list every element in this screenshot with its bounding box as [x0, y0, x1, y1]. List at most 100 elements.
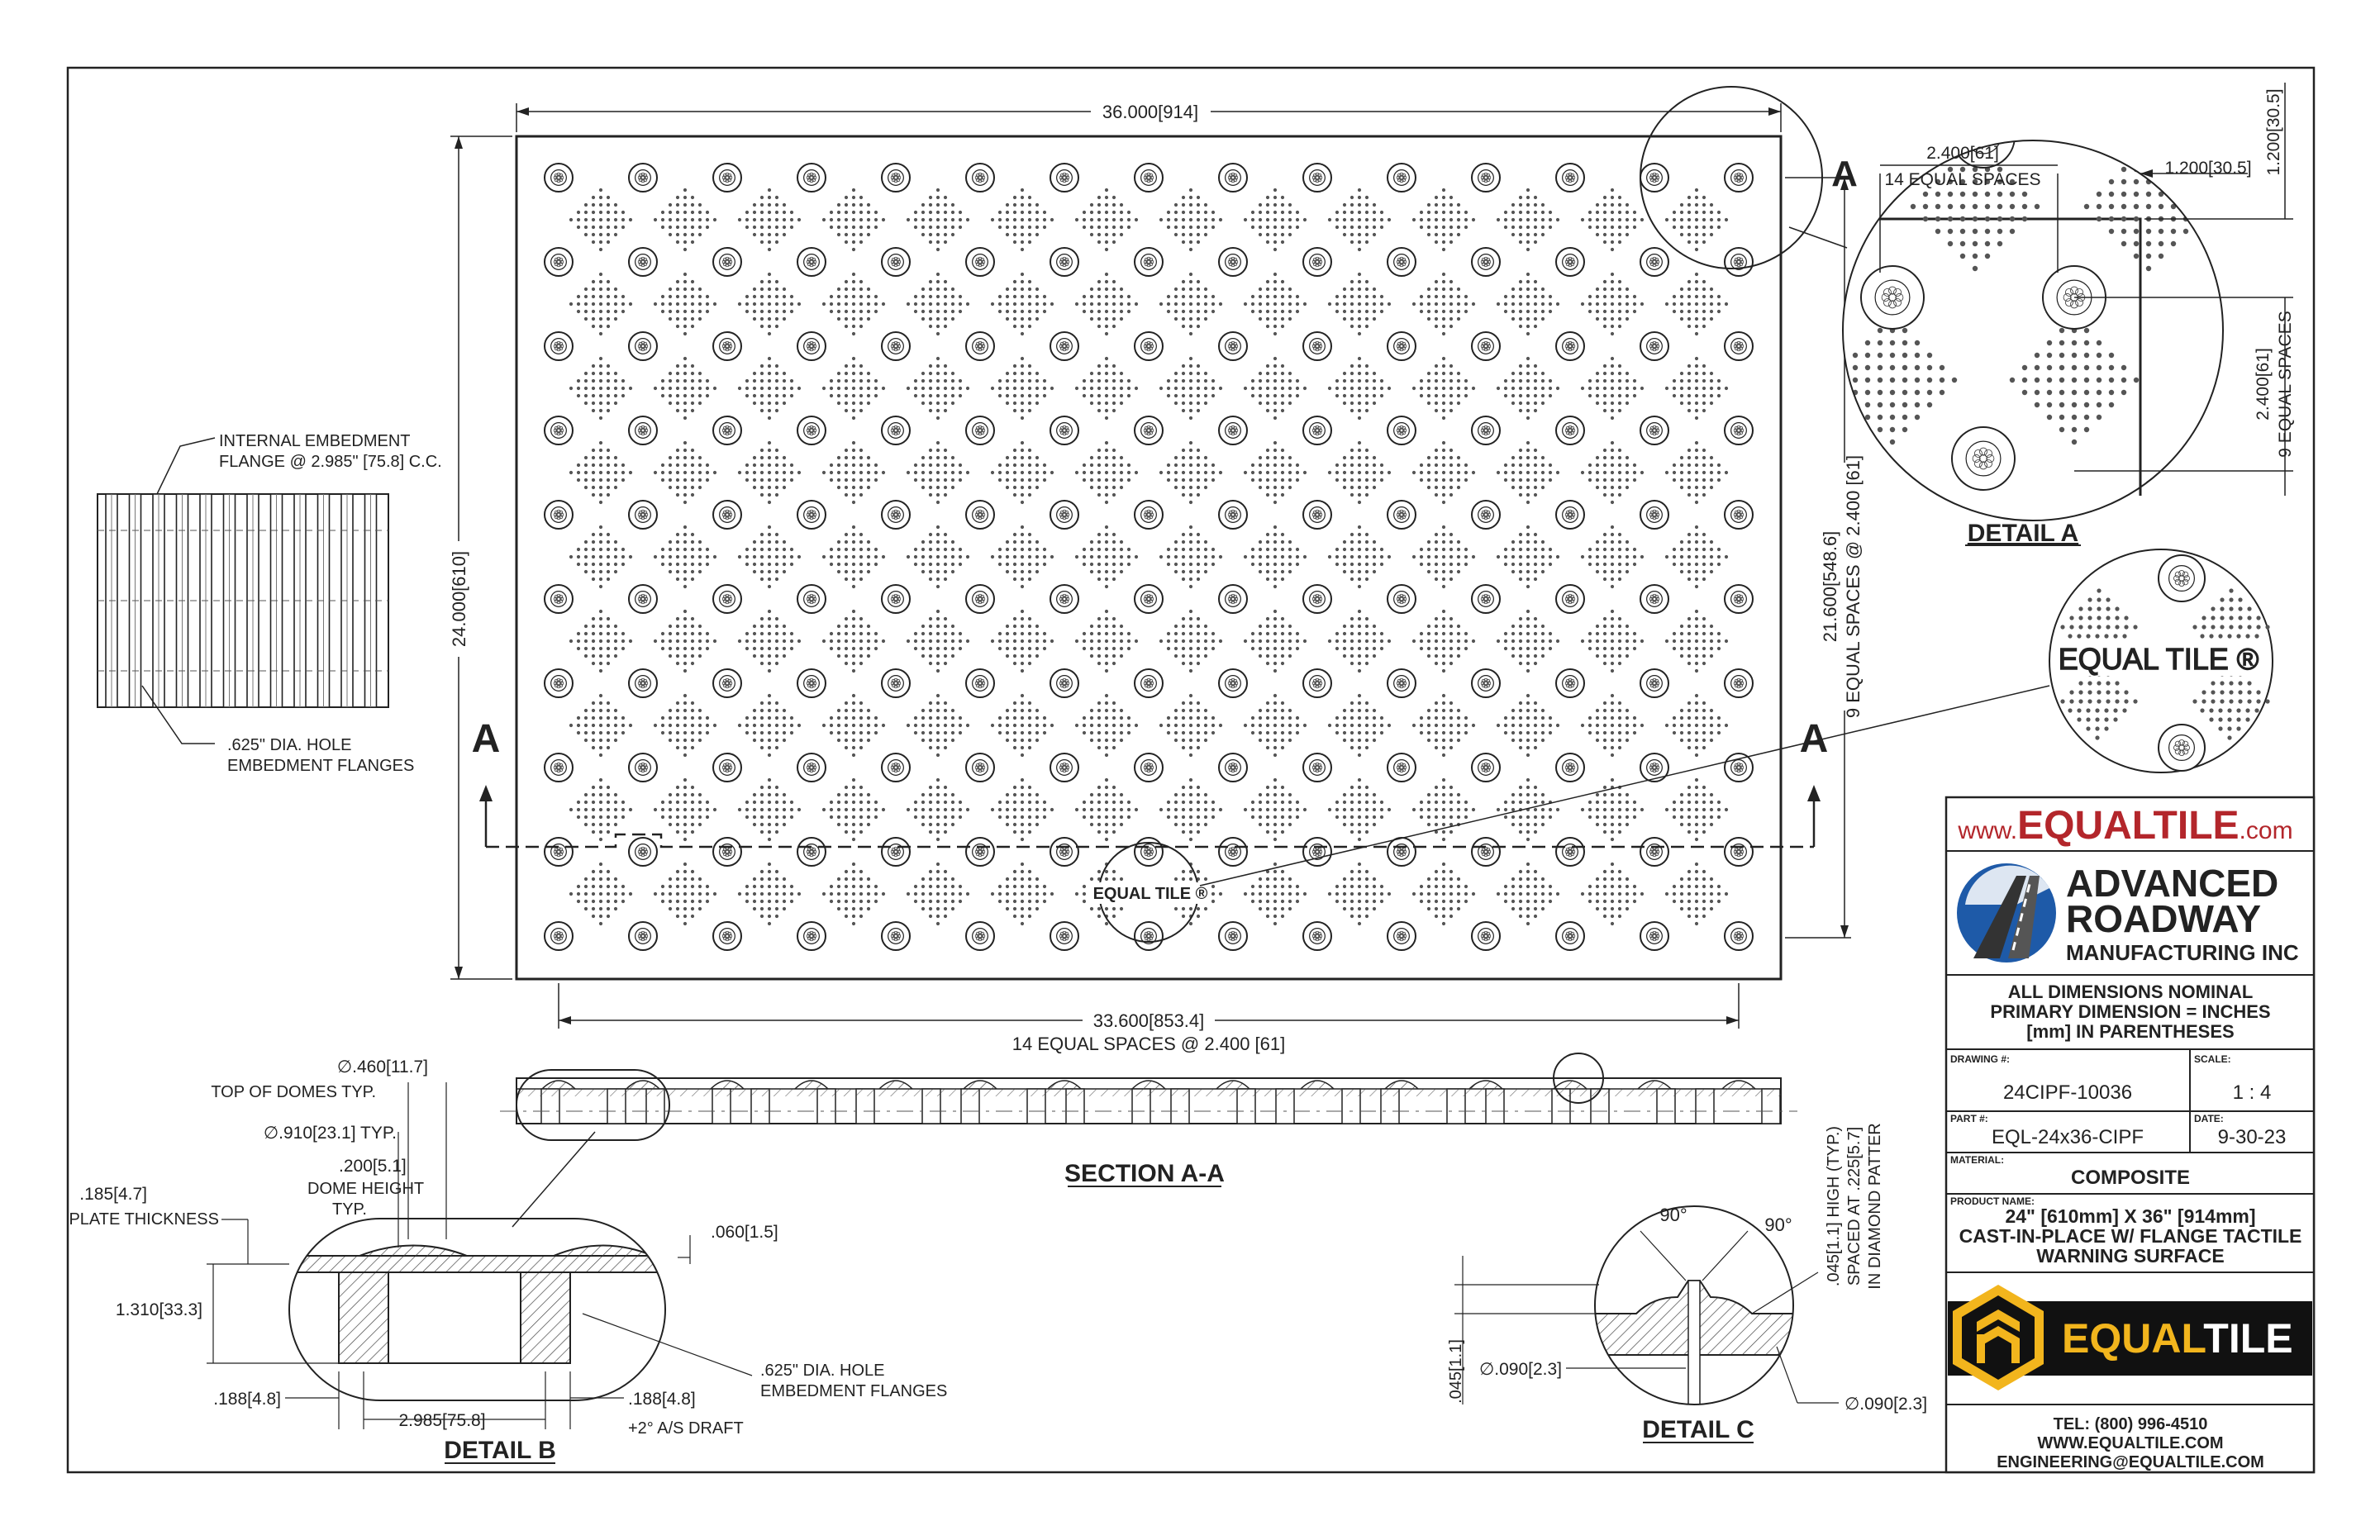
- tile-dome: [965, 837, 995, 867]
- tile-dome: [881, 416, 911, 445]
- section-dome: [1721, 1080, 1756, 1090]
- tile-dome: [1050, 837, 1079, 867]
- tile-dome: [1724, 247, 1754, 277]
- tile-dome: [628, 163, 658, 192]
- tile-dome: [881, 837, 911, 867]
- section-dome: [1216, 1080, 1250, 1090]
- tile-dome: [1555, 247, 1585, 277]
- tile-dome: [1471, 584, 1501, 614]
- material-label: MATERIAL:: [1950, 1154, 2004, 1166]
- overall-width-dim: 36.000[914]: [1102, 102, 1198, 122]
- logo-callout-text: EQUAL TILE ®: [2059, 642, 2259, 676]
- tile-dome: [1640, 921, 1669, 951]
- product-label: PRODUCT NAME:: [1950, 1195, 2035, 1207]
- tile-dome: [797, 331, 826, 361]
- detail-b-top-gap: .060[1.5]: [711, 1223, 778, 1242]
- tile-dome: [965, 753, 995, 782]
- tile-dome: [965, 921, 995, 951]
- tile-dome: [628, 416, 658, 445]
- tile-dome: [1387, 584, 1416, 614]
- tile-dome: [797, 247, 826, 277]
- tile-dome: [712, 416, 742, 445]
- tile-dome: [1471, 921, 1501, 951]
- tile-dome: [544, 416, 574, 445]
- tile-dome: [1471, 331, 1501, 361]
- tile-dome: [544, 500, 574, 530]
- tile-dome: [1218, 921, 1248, 951]
- tile-dome: [1724, 163, 1754, 192]
- tile-dome: [1218, 668, 1248, 698]
- tile-dome: [712, 837, 742, 867]
- tile-dome: [1302, 921, 1332, 951]
- contact-email: ENGINEERING@EQUALTILE.COM: [1997, 1453, 2264, 1471]
- detail-b-dome-top-note: TOP OF DOMES TYP.: [211, 1083, 376, 1101]
- tile-dome: [1218, 416, 1248, 445]
- tile-dome: [1050, 753, 1079, 782]
- section-aa-title: SECTION A-A: [1064, 1160, 1225, 1187]
- tile-dome: [1218, 247, 1248, 277]
- tile-dome: [1387, 837, 1416, 867]
- product-line3: WARNING SURFACE: [2036, 1245, 2224, 1267]
- tile-dome: [1471, 753, 1501, 782]
- tile-dome: [544, 753, 574, 782]
- side-view: INTERNAL EMBEDMENT FLANGE @ 2.985" [75.8…: [97, 432, 442, 775]
- tile-dome: [1134, 247, 1164, 277]
- date-value: 9-30-23: [2218, 1126, 2287, 1148]
- note-line3: [mm] IN PARENTHESES: [2026, 1021, 2234, 1042]
- tile-domes: [544, 163, 1754, 951]
- tile-dome: [1471, 668, 1501, 698]
- tile-dome: [1218, 837, 1248, 867]
- tile-dome: [628, 753, 658, 782]
- detail-b-dome-base: ∅.910[23.1] TYP.: [264, 1124, 397, 1143]
- tile-dome: [1471, 837, 1501, 867]
- section-dome: [794, 1080, 829, 1090]
- logo-callout-dome: [2158, 724, 2206, 772]
- detail-b-total-height: 1.310[33.3]: [116, 1300, 202, 1319]
- company-name-line3: MANUFACTURING INC: [2066, 940, 2299, 965]
- tile-dome: [797, 416, 826, 445]
- tile-dome: [881, 500, 911, 530]
- detail-b-flange-right: .188[4.8]: [628, 1390, 696, 1409]
- side-hole-note-line1: .625" DIA. HOLE: [227, 736, 352, 754]
- tile-dome: [965, 247, 995, 277]
- section-dome: [541, 1080, 576, 1090]
- detail-c-pattern-note2: SPACED AT .225[5.7]: [1845, 1127, 1864, 1286]
- tile-dome: [1724, 921, 1754, 951]
- note-line2: PRIMARY DIMENSION = INCHES: [1990, 1001, 2270, 1022]
- tile-dome: [712, 331, 742, 361]
- tile-dome: [1387, 753, 1416, 782]
- detail-b-hole-note1: .625" DIA. HOLE: [760, 1362, 885, 1380]
- tile-dome: [1218, 163, 1248, 192]
- contact-tel: TEL: (800) 996-4510: [2054, 1415, 2208, 1433]
- detail-c-dia-left: ∅.090[2.3]: [1479, 1360, 1562, 1379]
- tile-dome: [1640, 668, 1669, 698]
- tile-dome: [1050, 163, 1079, 192]
- tile-dome: [1724, 837, 1754, 867]
- detail-b-plate-thk: .185[4.7]: [79, 1185, 147, 1204]
- tile-dome: [1050, 921, 1079, 951]
- tile-dome: [1555, 163, 1585, 192]
- flange-note-line1: INTERNAL EMBEDMENT: [219, 432, 411, 450]
- detail-c-angle-2: 90°: [1764, 1214, 1792, 1235]
- tile-dome: [1555, 668, 1585, 698]
- tile-dome: [1724, 753, 1754, 782]
- tile-dome: [1218, 753, 1248, 782]
- section-letter-left: A: [472, 717, 501, 761]
- tile-dome: [965, 668, 995, 698]
- company-name-line2: ROADWAY: [2066, 897, 2261, 940]
- tile-dome: [1134, 837, 1164, 867]
- tile-dome: [1302, 584, 1332, 614]
- tile-dome: [1555, 753, 1585, 782]
- tile-dome: [881, 331, 911, 361]
- tile-dome: [1387, 416, 1416, 445]
- tile-dome: [1302, 837, 1332, 867]
- detail-c-height: .045[1.1]: [1447, 1339, 1465, 1404]
- tile-dome: [1555, 921, 1585, 951]
- detail-c-title: DETAIL C: [1642, 1416, 1754, 1443]
- detail-c-pattern-note1: .045[1.1] HIGH (TYP.): [1825, 1126, 1843, 1286]
- detail-a-letter: A: [1831, 154, 1858, 194]
- tile-dome: [1302, 668, 1332, 698]
- tile-dome: [1555, 500, 1585, 530]
- tile-dome: [797, 163, 826, 192]
